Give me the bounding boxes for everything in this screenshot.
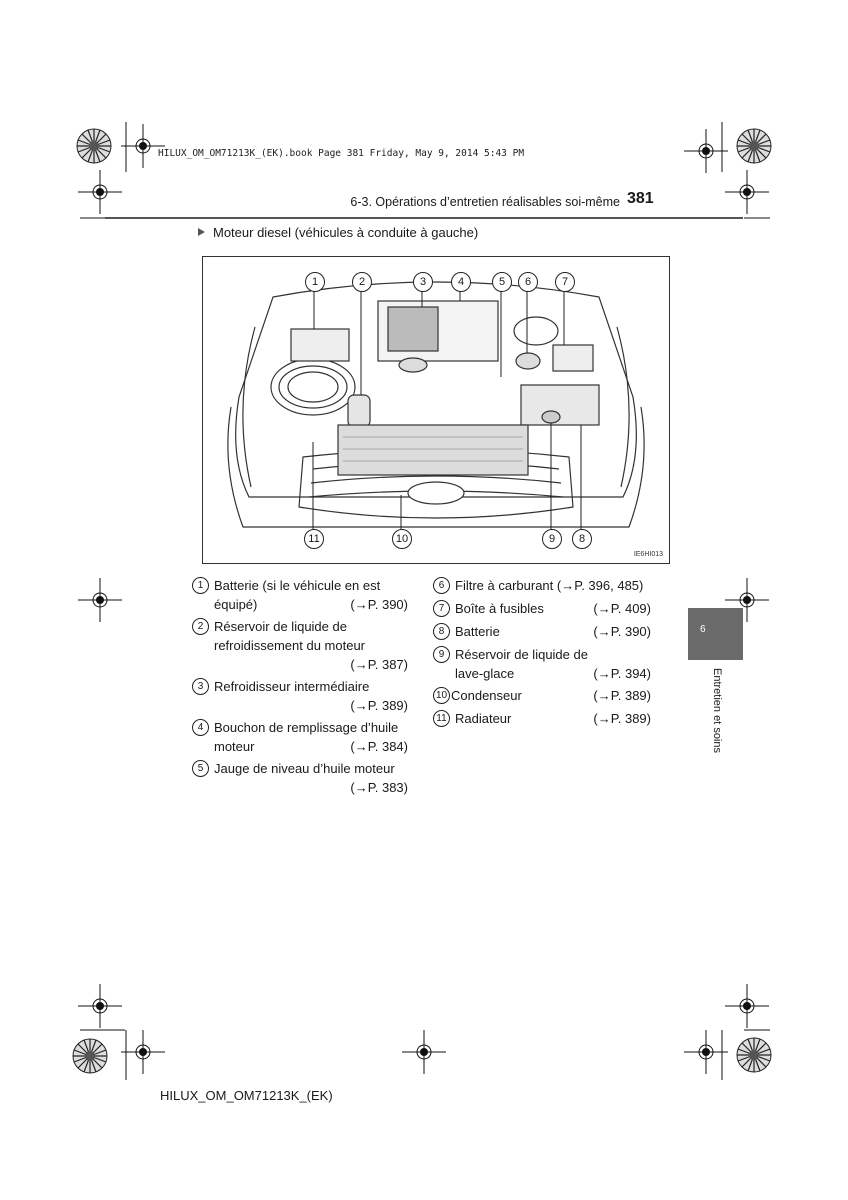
legend-text: Boîte à fusibles [455, 601, 544, 616]
legend-text: refroidissement du moteur [214, 638, 366, 653]
legend-text: Réservoir de liquide de [214, 619, 347, 634]
legend-item: 3 Refroidisseur intermédiaire (→P. 389) [192, 677, 408, 717]
legend-number: 2 [192, 618, 209, 635]
legend-number: 3 [192, 678, 209, 695]
legend-text: Batterie (si le véhicule en est [214, 578, 381, 593]
legend-item: 4 Bouchon de remplissage d’huile moteur … [192, 718, 408, 758]
legend-item: 2 Réservoir de liquide de refroidissemen… [192, 617, 408, 675]
page-reference: (→P. 387) [350, 657, 408, 672]
legend-text: Radiateur [455, 711, 512, 726]
legend-text: équipé) [214, 597, 258, 612]
legend-text: Filtre à carburant (→P. 396, 485) [455, 578, 644, 593]
page-reference: (→P. 389) [593, 688, 651, 703]
callout-9: 9 [542, 529, 562, 549]
callout-10: 10 [392, 529, 412, 549]
legend-number: 7 [433, 600, 450, 617]
legend-item: 11 Radiateur (→P. 389) [433, 709, 651, 729]
callout-11: 11 [304, 529, 324, 549]
legend-number: 6 [433, 577, 450, 594]
legend-item: 7 Boîte à fusibles (→P. 409) [433, 599, 651, 619]
callout-2: 2 [352, 272, 372, 292]
callout-6: 6 [518, 272, 538, 292]
page-reference: (→P. 390) [350, 597, 408, 612]
legend-item: 5 Jauge de niveau d’huile moteur (→P. 38… [192, 759, 408, 799]
legend-item: 9 Réservoir de liquide de lave-glace (→P… [433, 645, 651, 685]
legend-number: 9 [433, 646, 450, 663]
callout-1: 1 [305, 272, 325, 292]
page-reference: (→P. 389) [350, 698, 408, 713]
engine-bay-figure: 1 2 3 4 5 6 7 8 9 10 11 IE6HI013 [202, 256, 670, 564]
legend-item: 10 Condenseur (→P. 389) [433, 686, 651, 706]
section-title: 6-3. Opérations d’entretien réalisables … [350, 195, 620, 209]
legend-text: Réservoir de liquide de [455, 647, 588, 662]
callout-7: 7 [555, 272, 575, 292]
legend-text: moteur [214, 739, 255, 754]
legend-number: 1 [192, 577, 209, 594]
legend-text: Bouchon de remplissage d’huile [214, 720, 399, 735]
engine-bay-illustration [227, 281, 645, 529]
legend-item: 1 Batterie (si le véhicule en est équipé… [192, 576, 408, 616]
footer: HILUX_OM_OM71213K_(EK) [160, 1088, 333, 1103]
print-header: HILUX_OM_OM71213K_(EK).book Page 381 Fri… [158, 148, 525, 159]
page-number: 381 [627, 190, 654, 207]
legend-number: 11 [433, 710, 450, 727]
legend-item: 6 Filtre à carburant (→P. 396, 485) [433, 576, 651, 596]
chapter-tab-number: 6 [700, 624, 706, 635]
legend-number: 8 [433, 623, 450, 640]
page-reference: (→P. 389) [593, 711, 651, 726]
callout-8: 8 [572, 529, 592, 549]
page-reference: (→P. 384) [350, 739, 408, 754]
legend-text: Condenseur [451, 688, 522, 703]
legend-number: 5 [192, 760, 209, 777]
legend-left: 1 Batterie (si le véhicule en est équipé… [192, 576, 412, 806]
chapter-tab-label: Entretien et soins [711, 668, 723, 753]
chapter-tab [688, 608, 743, 660]
callout-5: 5 [492, 272, 512, 292]
page-reference: (→P. 394) [593, 666, 651, 681]
legend-text: Batterie [455, 624, 500, 639]
callout-3: 3 [413, 272, 433, 292]
subheading: Moteur diesel (véhicules à conduite à ga… [198, 225, 478, 240]
legend-number: 10 [433, 687, 450, 704]
page-reference: (→P. 409) [593, 601, 651, 616]
page-reference: (→P. 383) [350, 780, 408, 795]
figure-code: IE6HI013 [633, 551, 663, 558]
legend-number: 4 [192, 719, 209, 736]
header-rule [105, 217, 743, 219]
legend-text: Jauge de niveau d’huile moteur [214, 761, 395, 776]
triangle-bullet-icon [198, 228, 205, 236]
legend-text: lave-glace [455, 666, 515, 681]
callout-4: 4 [451, 272, 471, 292]
legend-right: 6 Filtre à carburant (→P. 396, 485) 7 Bo… [433, 576, 653, 736]
legend-item: 8 Batterie (→P. 390) [433, 622, 651, 642]
legend-text: Refroidisseur intermédiaire [214, 679, 370, 694]
page-reference: (→P. 390) [593, 624, 651, 639]
